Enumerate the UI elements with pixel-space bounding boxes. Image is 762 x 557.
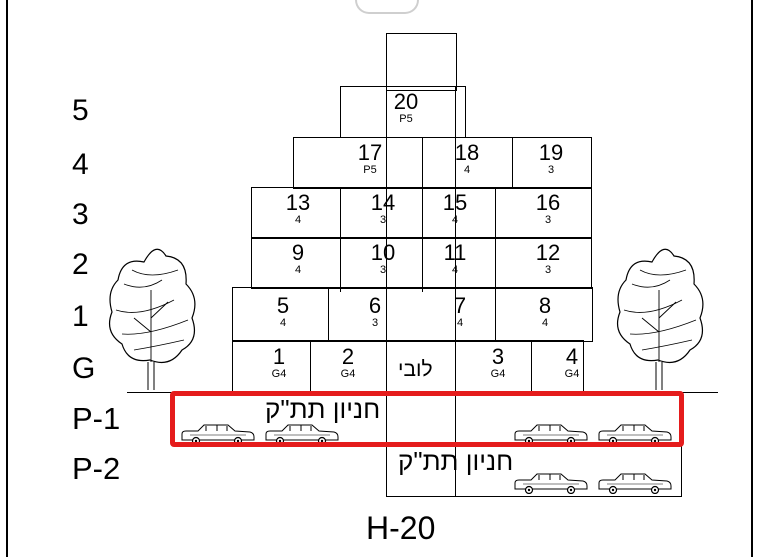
floor-label-1: 1 (72, 300, 89, 333)
divider (495, 187, 496, 292)
floor-3-row (251, 187, 592, 239)
floor-4-row (293, 137, 592, 189)
floor-label-p1: P-1 (72, 401, 121, 436)
tree-icon (109, 248, 196, 390)
floor-label-3: 3 (72, 198, 89, 231)
core-line-left (386, 86, 387, 392)
frame-right-border (751, 0, 753, 557)
lobby-label: לובי (398, 358, 433, 381)
floor-label-2: 2 (72, 248, 89, 281)
divider (531, 340, 532, 392)
core-top-box (386, 33, 457, 91)
divider (310, 340, 311, 392)
tree-icon (617, 248, 704, 390)
divider (495, 289, 496, 342)
car-icon (514, 473, 588, 494)
frame-left-border (6, 0, 8, 557)
divider (422, 137, 423, 189)
floor-label-4: 4 (72, 148, 89, 181)
car-icon (598, 473, 672, 494)
divider (512, 137, 513, 189)
building-name: H-20 (366, 510, 436, 546)
floor-2-row (251, 237, 592, 289)
divider (340, 187, 341, 292)
core-line-right (455, 86, 456, 497)
divider (328, 289, 329, 342)
divider (422, 187, 423, 292)
floor-label-5: 5 (72, 94, 89, 127)
floor-1-row (232, 287, 593, 342)
top-symbol (355, 0, 419, 14)
floor-label-p2: P-2 (72, 451, 121, 486)
floor-label-g: G (72, 352, 96, 385)
parking-label-p1: חניון תת"ק (265, 394, 381, 424)
highlight-box-p1 (170, 391, 684, 447)
parking-label-p2: חניון תת"ק (398, 446, 514, 476)
